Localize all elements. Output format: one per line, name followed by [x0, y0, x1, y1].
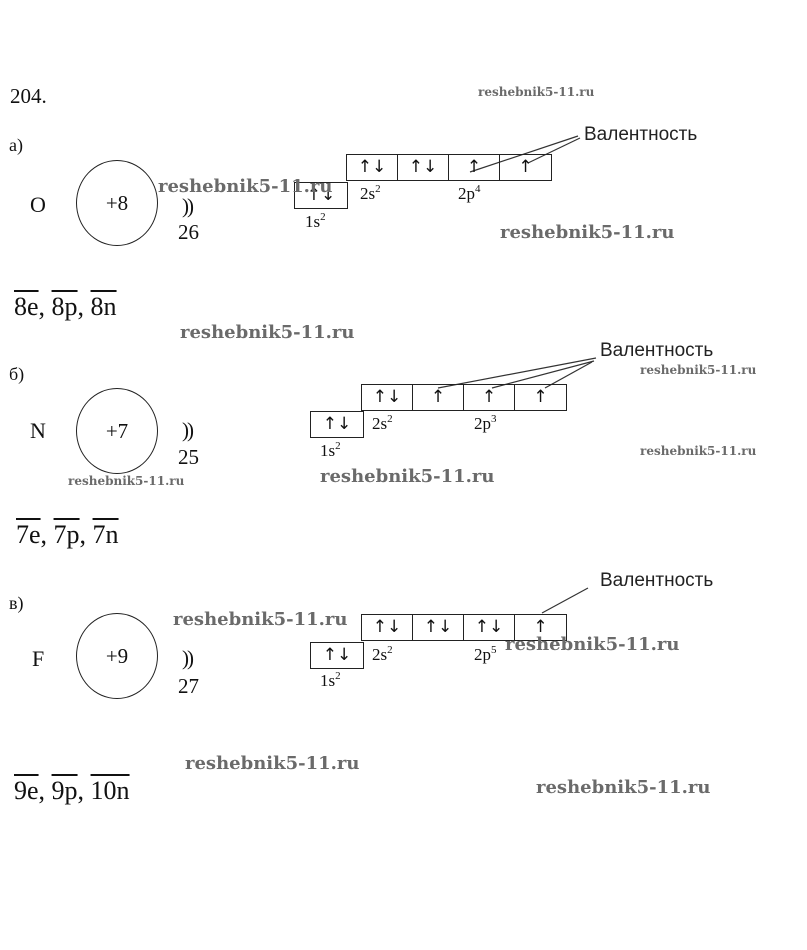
proton-count: 9p [51, 776, 78, 805]
orbital-cell: ↑↓ [322, 645, 352, 665]
label-2s: 2s2 [372, 644, 393, 664]
watermark-text: reshebnik5-11.ru [478, 85, 595, 99]
label-2s: 2s2 [372, 413, 393, 433]
nucleus-charge: +7 [105, 418, 129, 443]
label-1s: 1s2 [305, 211, 326, 231]
orbital-cell: ↑ [518, 157, 533, 177]
watermark-text: reshebnik5-11.ru [185, 753, 360, 774]
orbital-2s-2p: ↑↓ ↑ ↑ ↑ [361, 384, 567, 411]
nucleus-circle: +8 [76, 160, 158, 246]
watermark-text: reshebnik5-11.ru [173, 609, 348, 630]
orbital-cell: ↑ [464, 385, 515, 410]
label-2p: 2p3 [474, 413, 497, 433]
valence-label: Валентность [600, 570, 714, 591]
neutron-count: 8n [90, 292, 117, 321]
element-symbol: F [32, 646, 45, 671]
electron-shells: )) [182, 194, 194, 218]
watermark-text: reshebnik5-11.ru [500, 222, 675, 243]
watermark-text: reshebnik5-11.ru [640, 363, 757, 377]
label-2s: 2s2 [360, 183, 381, 203]
orbital-cell: ↑↓ [464, 615, 515, 640]
orbital-cell: ↑ [413, 385, 464, 410]
watermark-text: reshebnik5-11.ru [180, 322, 355, 343]
orbital-1s: ↑↓ [294, 182, 348, 209]
nucleus-charge: +9 [105, 643, 129, 668]
orbital-1s: ↑↓ [310, 642, 364, 669]
orbital-cell: ↑ [533, 387, 548, 407]
label-2p: 2p4 [458, 183, 481, 203]
nucleus-circle: +7 [76, 388, 158, 474]
particle-counts: 8e, 8p, 8n [14, 292, 117, 321]
part-label: б) [9, 364, 25, 384]
proton-count: 8p [51, 292, 78, 321]
neutron-count: 10n [90, 776, 130, 805]
shell-electron-counts: 25 [178, 445, 199, 469]
orbital-cell: ↑↓ [322, 414, 352, 434]
orbital-cell: ↑↓ [347, 155, 398, 180]
orbital-2s-2p: ↑↓ ↑↓ ↑ ↑ [346, 154, 552, 181]
valence-label: Валентность [584, 124, 698, 145]
orbital-cell: ↑↓ [362, 615, 413, 640]
electron-shells: )) [182, 418, 194, 442]
label-1s: 1s2 [320, 670, 341, 690]
watermark-text: reshebnik5-11.ru [640, 444, 757, 458]
orbital-cell: ↑↓ [306, 185, 336, 205]
orbital-cell: ↑ [533, 617, 548, 637]
watermark-text: reshebnik5-11.ru [158, 176, 333, 197]
shell-electron-counts: 27 [178, 674, 199, 698]
part-label: в) [9, 593, 24, 613]
shell-electron-counts: 26 [178, 220, 199, 244]
orbital-cell: ↑↓ [413, 615, 464, 640]
electron-count: 7e [16, 520, 41, 549]
element-symbol: O [30, 192, 46, 217]
neutron-count: 7n [92, 520, 119, 549]
proton-count: 7p [53, 520, 80, 549]
electron-count: 8e [14, 292, 39, 321]
label-2p: 2p5 [474, 644, 497, 664]
valence-label: Валентность [600, 340, 714, 361]
orbital-cell: ↑ [449, 155, 500, 180]
orbital-2s-2p: ↑↓ ↑↓ ↑↓ ↑ [361, 614, 567, 641]
particle-counts: 9e, 9p, 10n [14, 776, 130, 805]
electron-count: 9e [14, 776, 39, 805]
watermark-text: reshebnik5-11.ru [68, 474, 185, 488]
watermark-text: reshebnik5-11.ru [320, 466, 495, 487]
label-1s: 1s2 [320, 440, 341, 460]
watermark-text: reshebnik5-11.ru [505, 634, 680, 655]
particle-counts: 7e, 7p, 7n [16, 520, 119, 549]
part-label: а) [9, 135, 23, 155]
element-symbol: N [30, 418, 46, 443]
orbital-1s: ↑↓ [310, 411, 364, 438]
watermark-text: reshebnik5-11.ru [536, 777, 711, 798]
orbital-cell: ↑↓ [362, 385, 413, 410]
nucleus-charge: +8 [105, 190, 129, 215]
electron-shells: )) [182, 646, 194, 670]
problem-number: 204. [10, 84, 47, 108]
orbital-cell: ↑↓ [398, 155, 449, 180]
nucleus-circle: +9 [76, 613, 158, 699]
